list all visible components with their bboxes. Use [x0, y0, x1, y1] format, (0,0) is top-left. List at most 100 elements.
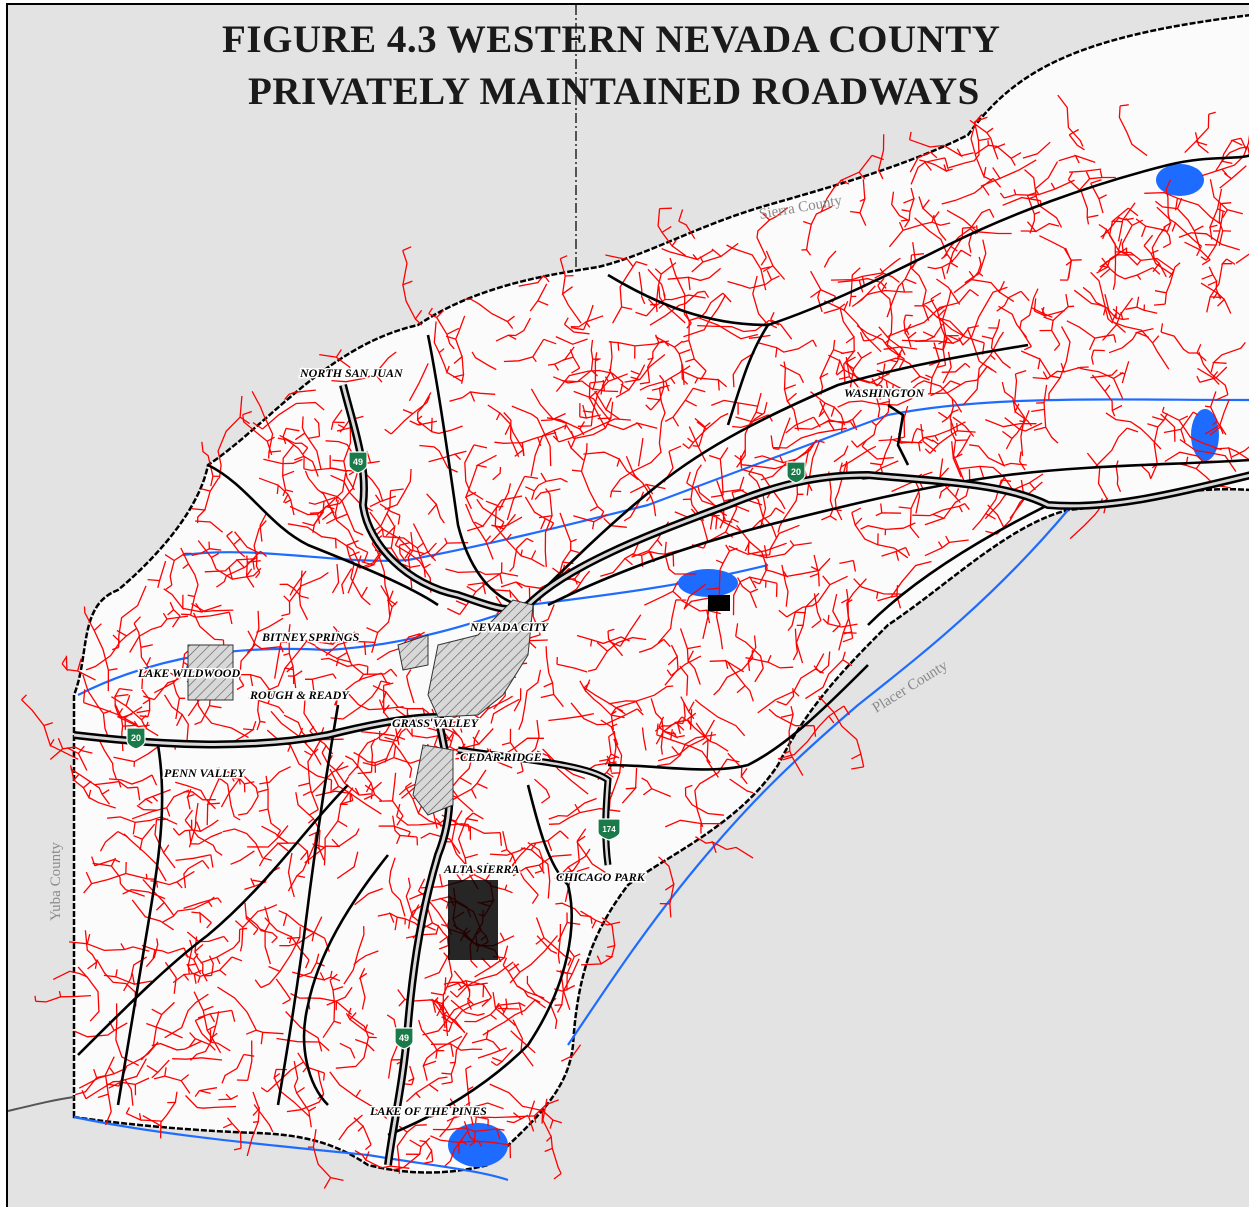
- private-road-segment: [369, 488, 404, 535]
- private-road-segment: [83, 606, 118, 692]
- private-road-segment: [678, 209, 696, 240]
- private-road-segment: [175, 854, 214, 868]
- private-road-segment: [664, 387, 706, 427]
- private-road-segment: [274, 641, 287, 679]
- private-road-segment: [650, 262, 677, 313]
- private-road-segment: [1178, 232, 1240, 251]
- private-road-segment: [83, 861, 155, 894]
- private-road-segment: [649, 290, 710, 326]
- private-road-segment: [942, 351, 952, 384]
- private-road-segment: [644, 581, 682, 606]
- private-road-segment: [1022, 141, 1051, 159]
- private-road-segment: [1068, 128, 1085, 151]
- private-road-segment: [34, 990, 92, 1003]
- private-road-segment: [172, 819, 219, 836]
- private-road-segment: [372, 685, 430, 723]
- private-road-segment: [641, 727, 647, 751]
- private-road-segment: [1099, 254, 1138, 268]
- private-road-segment: [667, 267, 722, 291]
- private-road-segment: [762, 250, 786, 280]
- private-road-segment: [747, 540, 812, 559]
- private-road-segment: [490, 1049, 514, 1067]
- private-road-segment: [449, 1098, 489, 1127]
- private-road-segment: [555, 369, 624, 394]
- private-road-segment: [608, 614, 642, 647]
- private-road-segment: [503, 412, 520, 458]
- private-road-segment: [369, 494, 397, 508]
- private-road-segment: [529, 283, 549, 312]
- private-road-segment: [891, 191, 910, 222]
- private-road-segment: [580, 910, 621, 929]
- private-road-segment: [580, 917, 616, 966]
- private-road-segment: [736, 392, 763, 468]
- private-road-segment: [492, 466, 502, 481]
- private-road-segment: [287, 523, 362, 568]
- private-road-segment: [570, 702, 644, 726]
- private-road-segment: [912, 503, 970, 517]
- private-road-segment: [779, 364, 805, 384]
- private-road-segment: [987, 504, 1006, 530]
- private-road-segment: [783, 361, 800, 431]
- private-road-segment: [1104, 294, 1129, 321]
- private-road-segment: [188, 1032, 216, 1051]
- private-road-segment: [191, 911, 212, 929]
- private-road-segment: [520, 842, 551, 899]
- private-road-segment: [772, 417, 791, 450]
- private-road-segment: [679, 628, 701, 685]
- private-road-segment: [658, 384, 670, 453]
- private-road-segment: [426, 493, 445, 524]
- private-road-segment: [186, 931, 229, 943]
- private-road-segment: [1206, 258, 1236, 313]
- private-road-segment: [1161, 406, 1222, 451]
- private-road-segment: [1201, 266, 1222, 300]
- private-road-segment: [343, 926, 365, 985]
- private-road-segment: [345, 1012, 375, 1036]
- private-road-segment: [1156, 206, 1202, 257]
- private-road-segment: [573, 390, 611, 421]
- private-road-segment: [445, 568, 503, 584]
- private-road-segment: [1059, 247, 1073, 281]
- private-road-segment: [422, 1035, 463, 1081]
- private-road-segment: [194, 936, 208, 982]
- private-road-segment: [245, 915, 278, 944]
- private-road-segment: [658, 719, 715, 762]
- private-road-segment: [249, 520, 267, 579]
- private-road-segment: [358, 968, 368, 1010]
- private-road-segment: [946, 209, 1012, 235]
- private-road-segment: [980, 159, 1037, 187]
- private-road-segment: [172, 1057, 223, 1061]
- private-road-segment: [658, 286, 686, 324]
- private-road-segment: [830, 257, 901, 288]
- private-road-segment: [1204, 399, 1230, 436]
- private-road-segment: [501, 728, 524, 775]
- private-road-segment: [1201, 134, 1249, 177]
- map-title-line-2: PRIVATELY MAINTAINED ROADWAYS: [248, 70, 980, 113]
- private-road-segment: [408, 363, 429, 402]
- urban-areas: [187, 599, 534, 816]
- private-road-segment: [553, 376, 619, 393]
- private-road-segment: [1031, 384, 1059, 444]
- private-road-segment: [511, 405, 552, 467]
- private-road-segment: [465, 1065, 474, 1118]
- private-road-segment: [494, 505, 545, 567]
- private-road-segment: [82, 689, 137, 726]
- private-road-segment: [583, 682, 626, 715]
- private-road-segment: [1105, 412, 1162, 450]
- private-road-segment: [326, 986, 353, 1006]
- private-road-segment: [353, 950, 379, 966]
- private-road-segment: [218, 767, 255, 793]
- private-road-segment: [817, 289, 823, 313]
- private-road-segment: [770, 427, 847, 449]
- private-road-segment: [234, 904, 278, 952]
- private-road-segment: [1214, 446, 1249, 461]
- private-road-segment: [297, 953, 325, 978]
- private-road-segment: [966, 325, 993, 371]
- private-road-segment: [692, 417, 711, 448]
- private-road-segment: [142, 878, 175, 917]
- private-road-segment: [1032, 363, 1089, 380]
- private-road-segment: [571, 443, 605, 517]
- private-road-segment: [445, 315, 466, 384]
- private-road-segment: [489, 1083, 562, 1129]
- private-road-segment: [266, 729, 333, 793]
- private-road-segment: [930, 292, 959, 351]
